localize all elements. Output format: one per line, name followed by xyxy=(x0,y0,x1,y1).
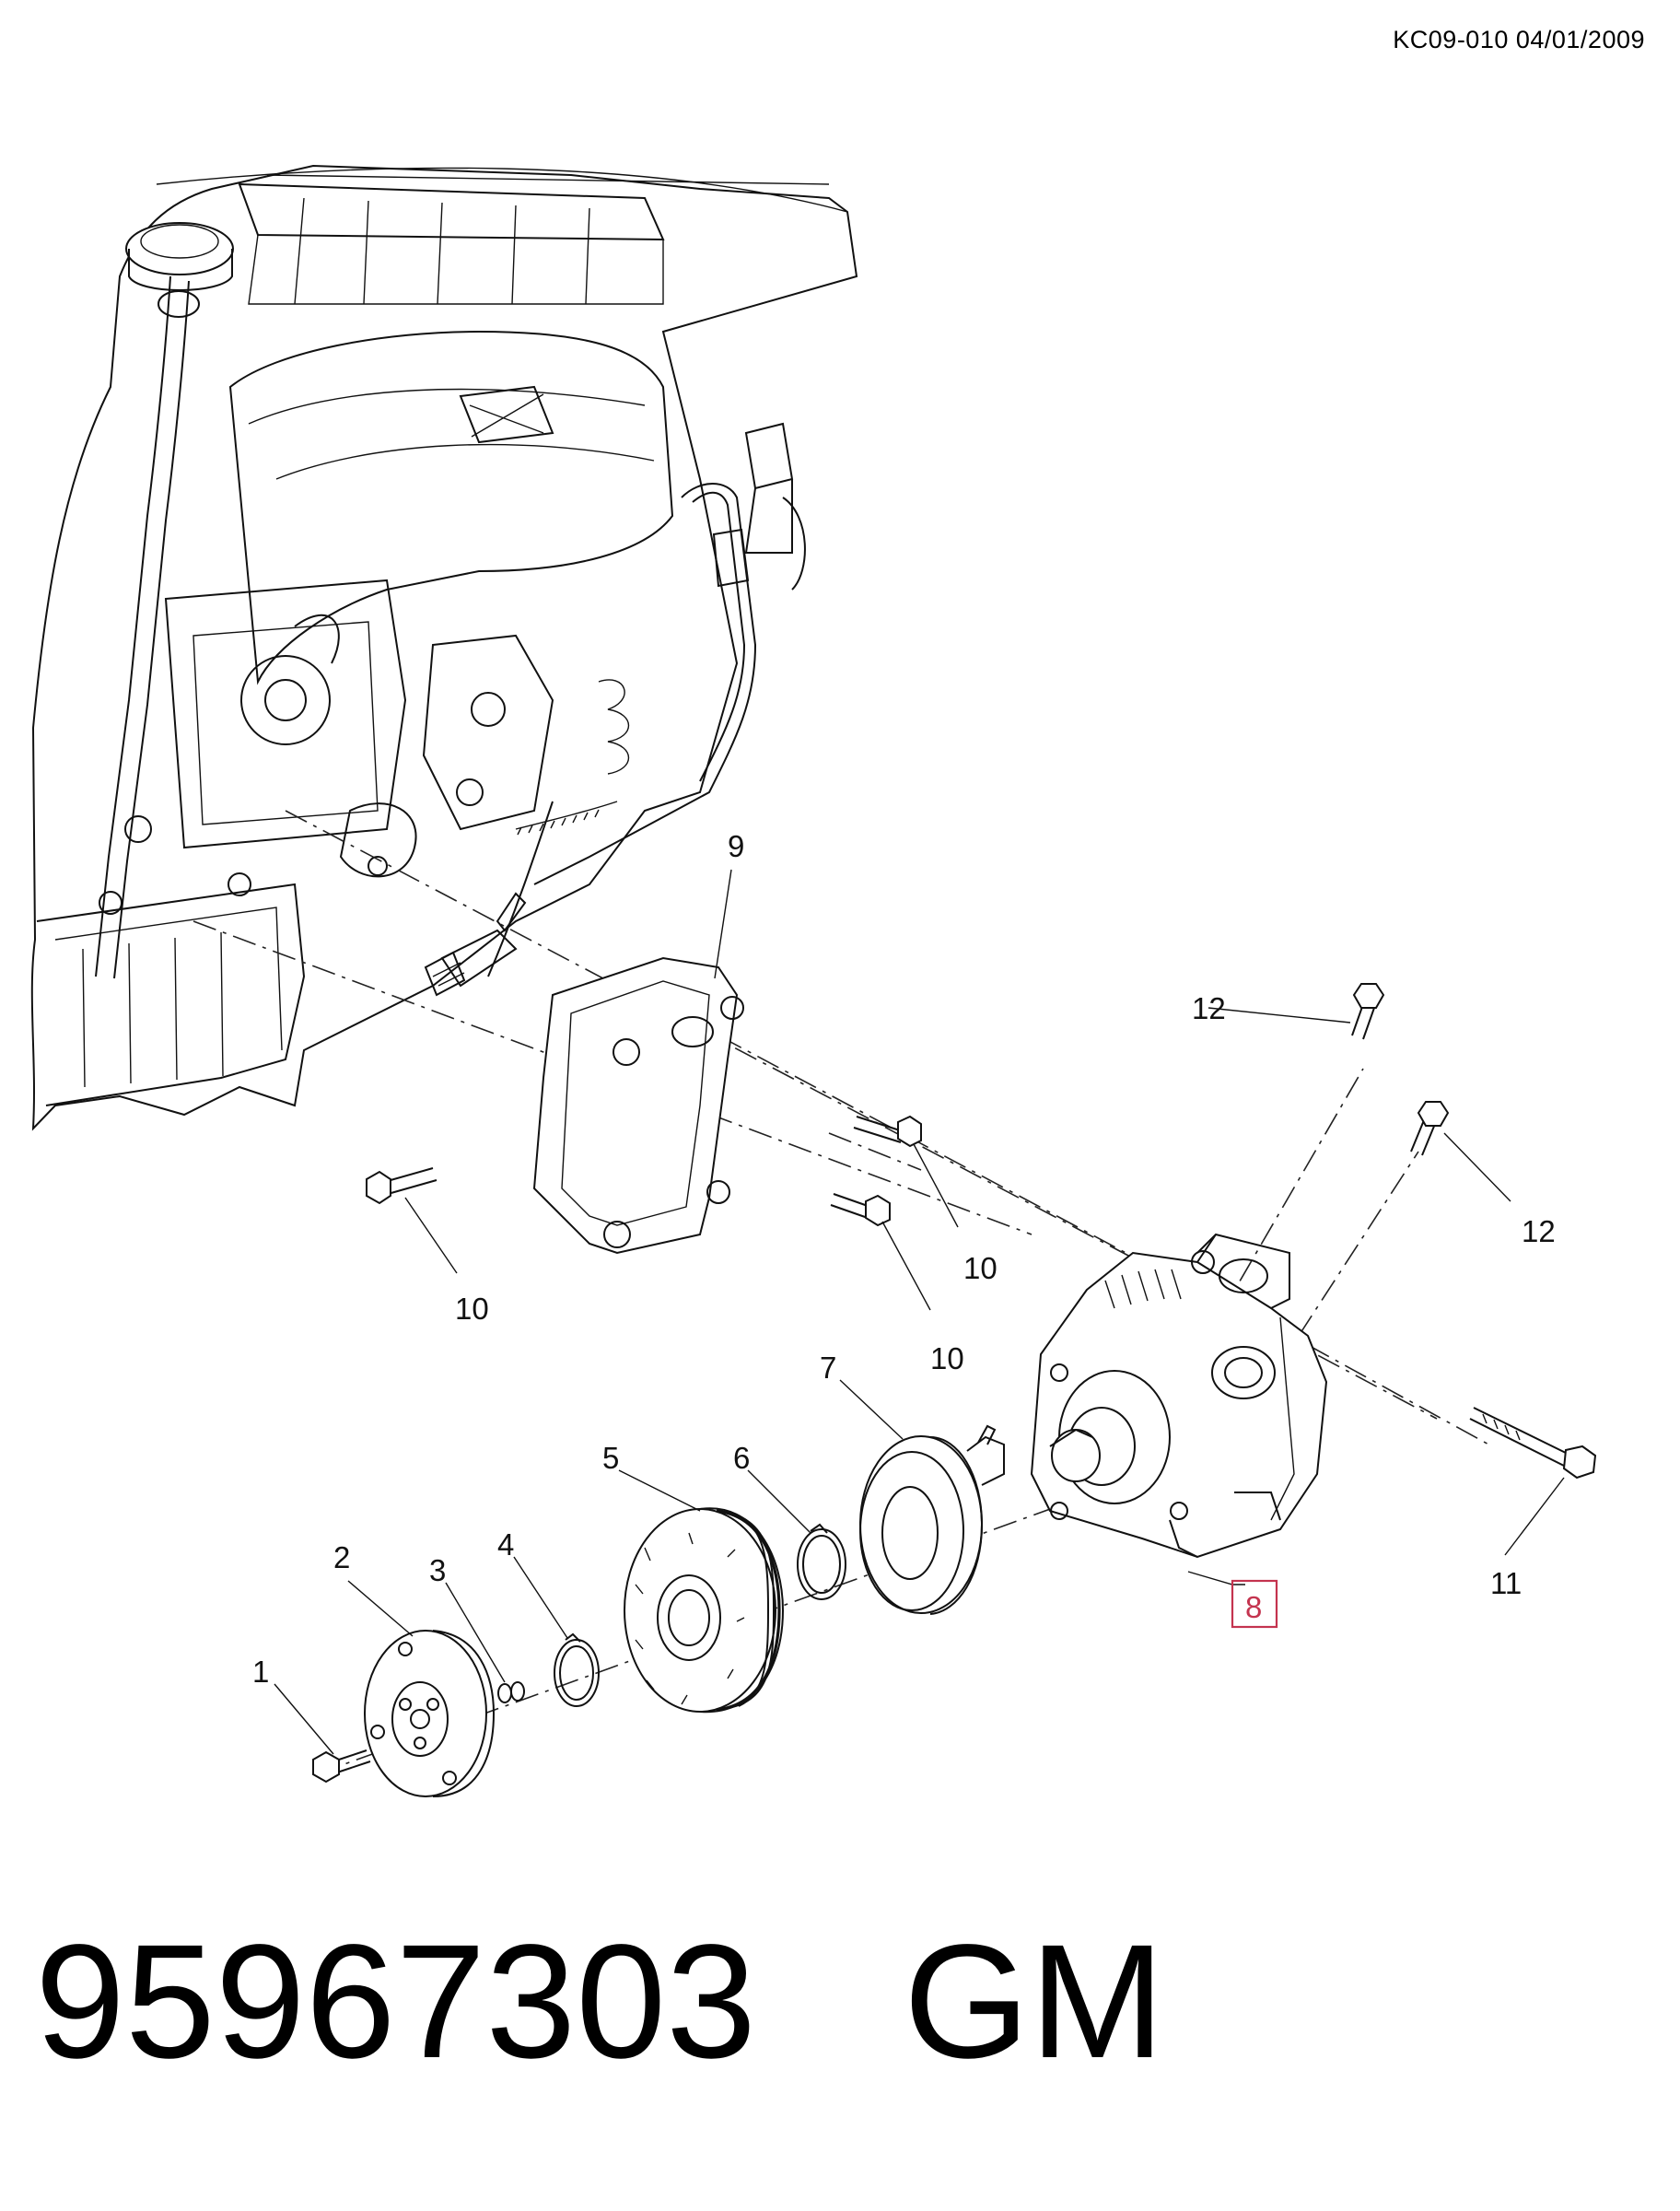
callout-8-highlight-box xyxy=(1231,1579,1278,1629)
callout-10-lower: 10 xyxy=(930,1341,964,1375)
callout-4: 4 xyxy=(497,1527,514,1562)
callout-9: 9 xyxy=(728,829,744,863)
compressor-bracket-part-9 xyxy=(532,956,744,1255)
long-bolt-part-11 xyxy=(1469,1407,1597,1480)
callout-12-lower: 12 xyxy=(1522,1214,1556,1248)
part-number: 95967303 xyxy=(35,1912,757,2092)
callout-11: 11 xyxy=(1490,1566,1522,1600)
snap-ring-part-6 xyxy=(797,1523,846,1600)
clutch-plate-part-2 xyxy=(364,1630,496,1797)
callout-3: 3 xyxy=(429,1553,446,1587)
shim-part-3 xyxy=(497,1681,525,1703)
leader-lines xyxy=(274,869,1565,1755)
callout-8: 8 xyxy=(1245,1590,1262,1624)
bolt-part-10 xyxy=(366,1115,922,1227)
document-reference: KC09-010 04/01/2009 xyxy=(1393,26,1645,53)
engine-assembly xyxy=(30,164,858,1131)
callout-labels: 1 2 3 4 5 6 7 8 9 10 10 10 11 12 12 xyxy=(252,829,1556,1689)
callout-1: 1 xyxy=(252,1655,269,1689)
callout-10-left: 10 xyxy=(455,1292,489,1326)
pulley-part-5 xyxy=(624,1507,785,1714)
brand-name: GM xyxy=(904,1912,1165,2092)
callout-2: 2 xyxy=(333,1540,350,1574)
clutch-coil-part-7 xyxy=(859,1424,1005,1615)
callout-7: 7 xyxy=(820,1351,836,1385)
bolt-part-12 xyxy=(1351,983,1450,1156)
callout-10-upper: 10 xyxy=(963,1251,998,1285)
callout-5: 5 xyxy=(602,1441,619,1475)
ac-compressor-part-8 xyxy=(1030,1233,1328,1559)
callout-6: 6 xyxy=(733,1441,750,1475)
clutch-bolt-part-1 xyxy=(312,1749,371,1784)
assembly-axis-lines xyxy=(192,810,1493,1770)
exploded-parts-diagram: 1 2 3 4 5 6 7 8 9 10 10 10 11 12 12 xyxy=(30,164,1597,1797)
retaining-ring-part-4 xyxy=(554,1632,600,1707)
callout-12-upper: 12 xyxy=(1192,991,1226,1025)
